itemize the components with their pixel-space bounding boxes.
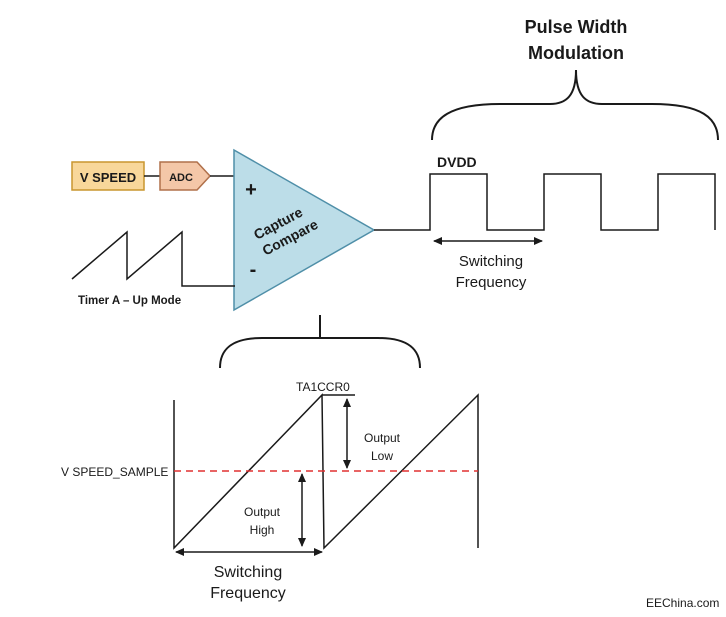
pwm-title-line2: Modulation [528,43,624,63]
watermark: EEChina.com [646,596,719,610]
timer-a-label: Timer A – Up Mode [78,295,181,307]
switching-frequency-top-line1: Switching [459,253,523,270]
output-low-line2: Low [371,449,393,463]
pwm-waveform [374,173,716,231]
switching-frequency-top-line2: Frequency [456,274,527,291]
switching-frequency-bottom-line2: Frequency [210,585,286,602]
adc-block [159,161,212,191]
output-high-line1: Output [244,505,281,519]
pwm-brace [431,69,719,141]
switching-frequency-bottom-line1: Switching [214,564,282,581]
ta1ccr0-label: TA1CCR0 [296,380,350,394]
comparator-plus: + [245,179,257,201]
dvdd-label: DVDD [437,154,477,170]
timer-a-sawtooth [71,230,235,287]
vspeed-sample-label: V SPEED_SAMPLE [61,465,168,479]
pwm-title-line1: Pulse Width [525,17,628,37]
detail-brace [219,337,421,369]
adc-label: ADC [169,172,193,184]
capture-compare-comparator [233,148,376,312]
vspeed-box-label: V SPEED [80,170,136,185]
output-low-line1: Output [364,431,401,445]
comparator-minus: - [250,259,257,281]
output-high-line2: High [250,523,275,537]
vspeed-box [71,161,145,191]
